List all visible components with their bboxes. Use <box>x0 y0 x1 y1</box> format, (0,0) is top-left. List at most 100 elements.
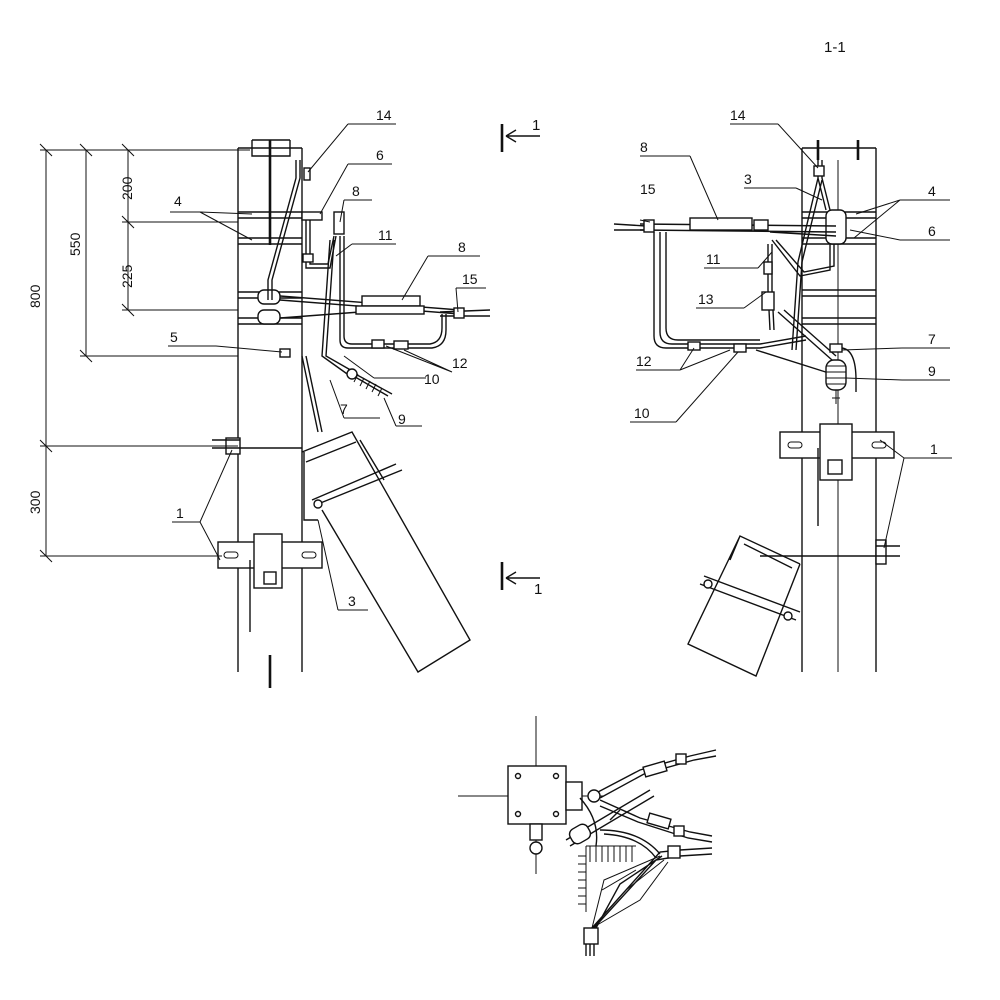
left-bracket-slot-a <box>223 551 239 559</box>
left-cable-15 <box>439 309 491 317</box>
right-bracket-lower <box>875 539 887 565</box>
left-label-8b: 8 <box>458 239 466 255</box>
right-connector-8 <box>689 217 753 231</box>
right-earth-wire <box>791 160 831 351</box>
left-clamp-upper <box>257 289 281 305</box>
plan-bottom-prongs <box>585 944 595 956</box>
plan-bottom-fitting <box>583 927 599 945</box>
left-view: 14 6 4 8 11 8 15 5 12 10 7 9 1 3 <box>168 107 491 688</box>
right-item-7-curve <box>841 347 857 392</box>
right-wire-13 <box>767 244 775 331</box>
right-label-3: 3 <box>744 171 752 187</box>
right-label-7: 7 <box>928 331 936 347</box>
section-arrow-bottom <box>505 571 540 585</box>
right-leaders <box>630 123 952 549</box>
right-label-15: 15 <box>640 181 656 197</box>
dim-800: 800 <box>27 284 43 308</box>
plan-loops <box>579 797 661 859</box>
left-label-1: 1 <box>176 505 184 521</box>
right-label-13: 13 <box>698 291 714 307</box>
section-label-bottom: 1 <box>534 581 542 598</box>
dimension-lines: 800 550 200 225 300 <box>27 143 250 563</box>
left-label-12: 12 <box>452 355 468 371</box>
dim-550: 550 <box>67 232 83 256</box>
plan-dampers-upper <box>642 760 668 778</box>
right-item-13 <box>761 291 775 311</box>
right-wire-11 <box>771 239 835 277</box>
left-bracket-7 <box>301 355 323 433</box>
left-crossarm-bolt <box>313 499 323 509</box>
dim-ticks <box>39 143 135 563</box>
left-label-9: 9 <box>398 411 406 427</box>
right-label-14: 14 <box>730 107 746 123</box>
left-label-11: 11 <box>378 227 393 243</box>
plan-lower-fan <box>591 855 669 929</box>
left-connector-12a <box>371 339 385 349</box>
right-connector-14 <box>813 165 825 177</box>
left-connector-6 <box>301 211 323 221</box>
section-label-top: 1 <box>532 117 540 134</box>
left-label-8a: 8 <box>352 183 360 199</box>
plan-ring <box>587 789 601 803</box>
left-bracket-nut <box>263 571 277 585</box>
right-label-10: 10 <box>634 405 650 421</box>
plan-clip-lower <box>667 845 681 859</box>
plan-view <box>458 716 717 956</box>
left-anchor-15 <box>453 307 465 319</box>
right-crossarm <box>687 535 801 677</box>
left-crossarm-bracket <box>303 452 403 521</box>
left-clip-11 <box>302 253 314 263</box>
left-earth-wire <box>267 160 301 300</box>
right-label-6: 6 <box>928 223 936 239</box>
left-connector-14 <box>303 167 311 181</box>
section-arrow-top <box>505 129 540 143</box>
dim-lines <box>40 149 250 557</box>
left-label-10: 10 <box>424 371 440 387</box>
plan-dampers-middle <box>646 812 672 830</box>
right-label-12: 12 <box>636 353 652 369</box>
left-clamp-8 <box>333 211 345 235</box>
left-crossarm <box>301 431 471 673</box>
dim-225: 225 <box>119 264 135 288</box>
left-arrester-fins <box>353 373 383 397</box>
left-label-4: 4 <box>174 193 182 209</box>
left-clamp-lower <box>257 309 281 325</box>
right-connector-12 <box>687 341 701 351</box>
right-pole-rods <box>816 140 860 160</box>
left-connector-12b <box>393 340 409 350</box>
plan-bolt-4 <box>552 810 560 818</box>
plan-comb-vertical <box>578 846 587 912</box>
section-marks: 1 1 1-1 <box>500 39 846 598</box>
right-arrester-fins <box>826 365 846 404</box>
right-label-1: 1 <box>930 441 938 457</box>
left-bracket-upper-bolt <box>212 439 302 449</box>
plan-bolt-1 <box>514 772 522 780</box>
right-label-9: 9 <box>928 363 936 379</box>
right-loop-wires <box>653 232 807 349</box>
left-label-5: 5 <box>170 329 178 345</box>
left-label-14: 14 <box>376 107 392 123</box>
right-clamp-6 <box>825 209 847 245</box>
left-drop-wire <box>321 239 355 377</box>
right-label-4: 4 <box>928 183 936 199</box>
plan-bolt-3 <box>514 810 522 818</box>
right-label-8: 8 <box>640 139 648 155</box>
right-anchor-15 <box>643 219 655 233</box>
left-item-5 <box>279 348 291 358</box>
left-connector-8-lower-b <box>355 305 425 315</box>
right-label-11: 11 <box>706 251 721 267</box>
left-loop-wires <box>339 236 447 349</box>
right-bracket-nut <box>827 459 843 475</box>
right-crossarm-bolt-a <box>703 579 713 589</box>
left-label-15: 15 <box>462 271 478 287</box>
right-view: 14 8 3 15 4 6 11 13 7 9 12 10 1 <box>613 107 952 677</box>
right-cable-15 <box>613 223 647 231</box>
right-connector-10 <box>733 343 747 353</box>
left-pole-cap <box>251 139 291 157</box>
right-drop-wire <box>755 309 837 375</box>
right-connector-8b <box>753 219 769 231</box>
right-item-7 <box>829 343 843 353</box>
dim-200: 200 <box>119 176 135 200</box>
left-arrester-eye <box>346 368 358 380</box>
